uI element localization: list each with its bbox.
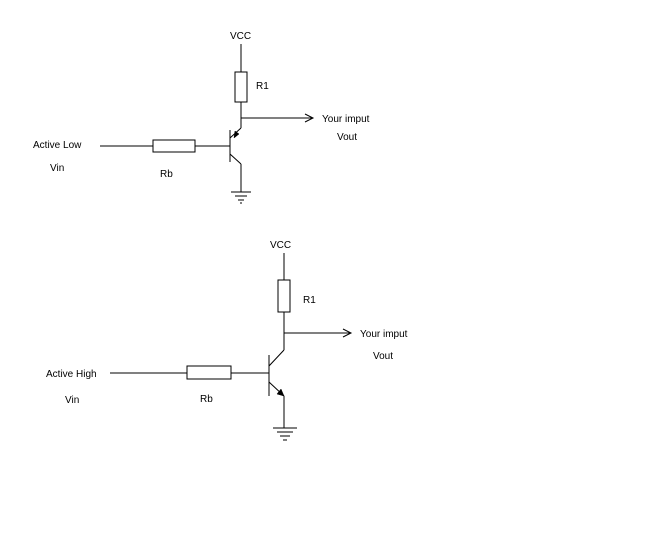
input-label: Active Low [33,140,82,151]
npn-transistor-icon [268,349,285,397]
vout-label: Vout [337,132,357,143]
circuit-active-low: VCC R1 Your imput Vout Active Low Vin Rb [33,31,370,204]
rb-label: Rb [200,394,213,405]
ground-icon [231,191,251,204]
rb-label: Rb [160,169,173,180]
input-label: Active High [46,369,97,380]
rb-resistor [152,139,196,153]
vout-label: Vout [373,351,393,362]
vcc-label: VCC [230,31,251,42]
r1-label: R1 [256,81,269,92]
pnp-transistor-icon [229,127,242,165]
output-label: Your imput [322,114,370,125]
vcc-label: VCC [270,240,291,251]
vin-label: Vin [50,163,64,174]
output-arrow-icon [342,328,353,338]
r1-resistor [234,71,248,103]
ground-icon [273,427,297,441]
r1-resistor [277,279,291,313]
vin-label: Vin [65,395,79,406]
output-label: Your imput [360,329,408,340]
output-arrow-icon [304,113,315,123]
rb-resistor [186,365,232,380]
r1-label: R1 [303,295,316,306]
circuit-active-high: VCC R1 Your imput Vout Active High Vin R… [46,240,408,441]
